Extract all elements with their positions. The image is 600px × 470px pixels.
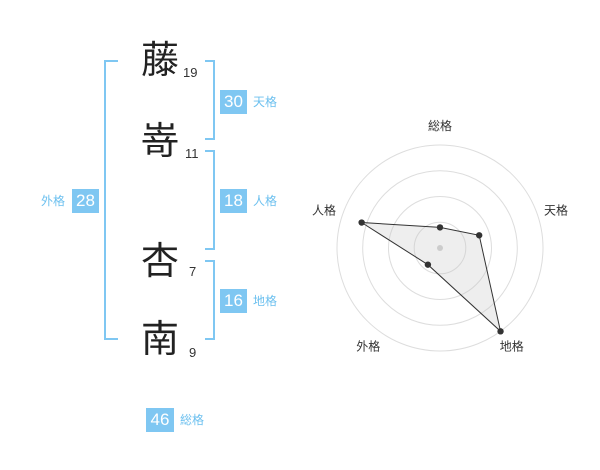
stroke-count-4: 9 — [189, 345, 197, 360]
radar-ring-2 — [388, 196, 492, 300]
name-char-3: 杏 — [141, 239, 180, 283]
radar-point-3 — [497, 328, 504, 335]
tenkaku-label: 天格 — [253, 95, 278, 109]
radar-axis-label-4: 外格 — [356, 339, 380, 354]
stroke-count-2: 11 — [185, 146, 199, 161]
radar-point-5 — [358, 219, 365, 226]
radar-axis-label-5: 人格 — [312, 202, 336, 217]
radar-center-dot — [437, 245, 443, 251]
radar-point-2 — [475, 232, 483, 239]
chikaku-value: 16 — [220, 289, 247, 313]
soukaku-label: 総格 — [180, 413, 205, 427]
radar-point-1 — [436, 224, 444, 231]
stroke-count-3: 7 — [189, 264, 197, 279]
soukaku-value: 46 — [146, 408, 174, 432]
radar-ring-3 — [362, 170, 518, 326]
radar-ring-4 — [336, 144, 544, 352]
chikaku-bracket — [205, 260, 215, 340]
radar-axis-label-1: 総格 — [428, 118, 452, 133]
jinkaku-value: 18 — [220, 189, 247, 213]
name-char-1: 藤 — [141, 38, 180, 82]
radar-ring-1 — [413, 221, 467, 275]
radar-axis-label-3: 地格 — [500, 339, 524, 354]
name-char-4: 南 — [141, 317, 180, 361]
gaikaku-bracket — [104, 60, 118, 340]
chikaku-label: 地格 — [253, 294, 278, 308]
gaikaku-value: 28 — [72, 189, 99, 213]
tenkaku-bracket — [205, 60, 215, 140]
radar-point-4 — [424, 261, 432, 268]
gaikaku-label: 外格 — [41, 194, 66, 208]
jinkaku-bracket — [205, 150, 215, 250]
stroke-count-1: 19 — [183, 65, 198, 80]
jinkaku-label: 人格 — [253, 194, 278, 208]
tenkaku-value: 30 — [220, 90, 247, 114]
radar-axis-label-2: 天格 — [544, 202, 568, 217]
radar-data-polygon — [361, 222, 502, 333]
name-char-2: 嵜 — [141, 119, 180, 163]
